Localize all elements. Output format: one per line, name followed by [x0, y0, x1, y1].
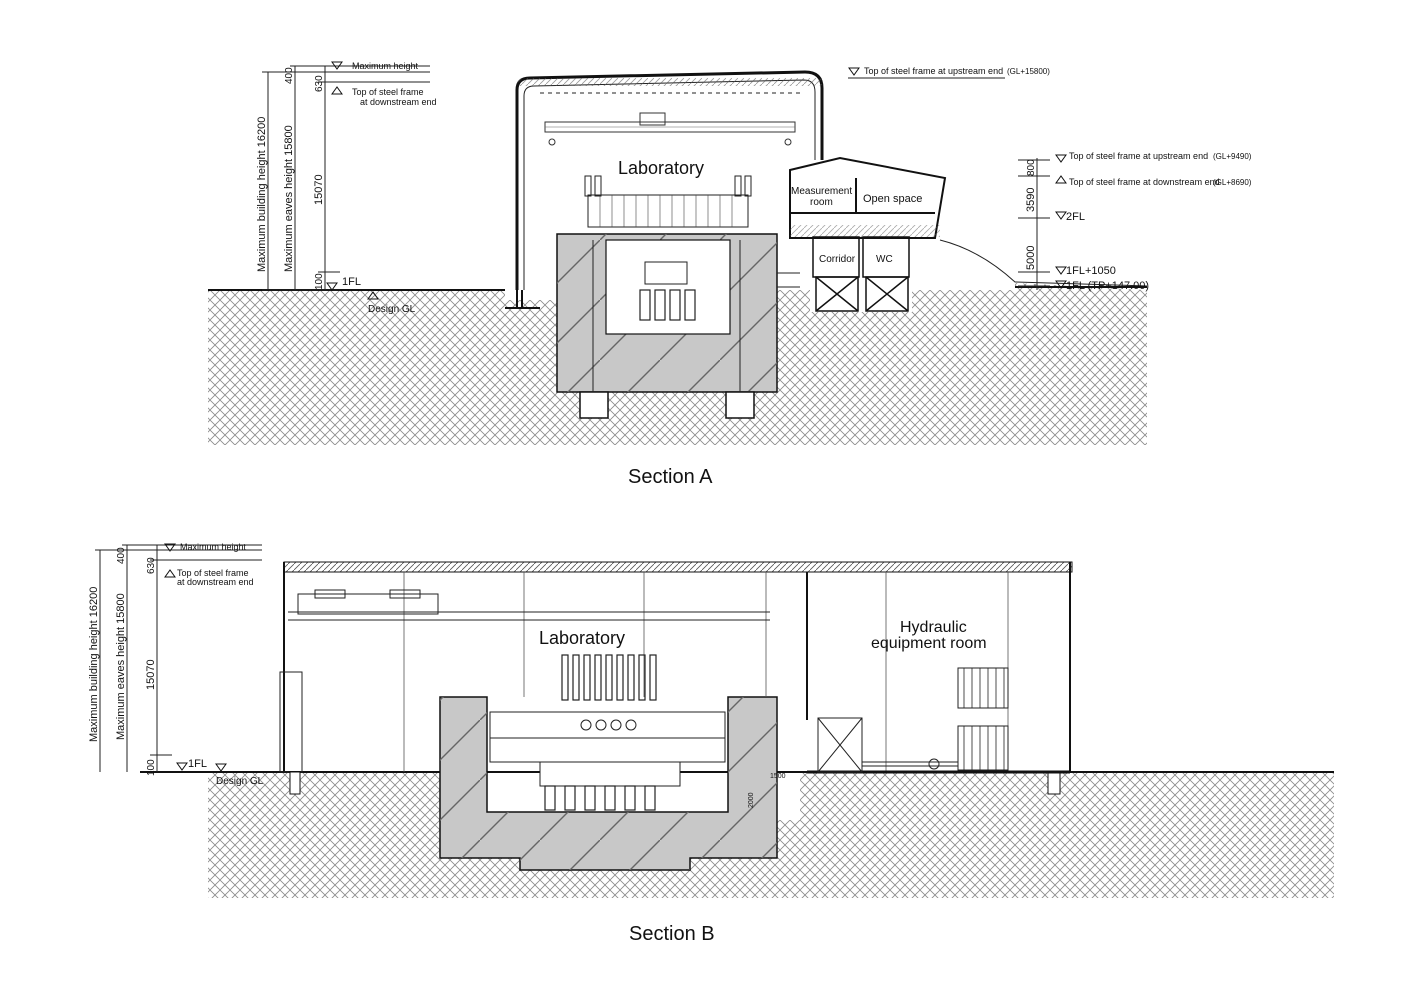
section-a-eaves-height-label: Maximum eaves height 15800 — [283, 125, 295, 272]
section-b-dim-2000: 2000 — [748, 792, 755, 808]
section-a-design-gl: Design GL — [368, 304, 416, 315]
section-a-annex-down-val: (GL+8690) — [1213, 178, 1252, 187]
section-a-pit — [556, 233, 778, 419]
section-b-total-height-label: Maximum building height 16200 — [88, 587, 100, 742]
section-a-annex-down: Top of steel frame at downstream end — [1069, 177, 1220, 187]
section-a-dim-800: 800 — [1026, 159, 1037, 176]
section-a: Maximum building height 16200 Maximum ea… — [208, 61, 1252, 488]
section-a-main-building — [505, 70, 824, 321]
section-a-steel-up-main: Top of steel frame at upstream end — [864, 66, 1003, 76]
section-a-dim-5000: 5000 — [1025, 246, 1037, 270]
section-a-dim-3590: 3590 — [1025, 188, 1037, 212]
section-a-corridor-label: Corridor — [819, 254, 856, 265]
section-a-laboratory-label: Laboratory — [618, 158, 704, 178]
section-a-dim-400: 400 — [284, 67, 295, 84]
section-b-steel-down-2: at downstream end — [177, 577, 254, 587]
section-a-annex-up: Top of steel frame at upstream end — [1069, 151, 1208, 161]
section-a-slope — [940, 240, 1147, 290]
section-a-dimensions-left — [262, 65, 430, 291]
section-b-eaves-height-label: Maximum eaves height 15800 — [115, 593, 127, 740]
section-a-level-markers — [326, 61, 1067, 300]
section-b-caption: Section B — [629, 923, 715, 945]
section-a-measurement-label-1: Measurement — [791, 186, 852, 197]
section-b-steel-down-1: Top of steel frame — [177, 568, 249, 578]
section-b-building-shell — [279, 561, 1073, 795]
section-b-soil — [208, 772, 1334, 898]
section-b-design-gl: Design GL — [216, 776, 264, 787]
section-a-annex-up-val: (GL+9490) — [1213, 152, 1252, 161]
section-b-dim-15070: 15070 — [145, 659, 157, 690]
section-b-hydraulic-equipment — [817, 667, 1009, 773]
section-b-level-markers — [164, 543, 227, 772]
section-a-dim-15070: 15070 — [313, 174, 325, 205]
section-b-1fl: 1FL — [188, 758, 207, 770]
section-a-dimensions-right — [848, 77, 1050, 290]
section-b-hydraulic-label-1: Hydraulic — [900, 619, 967, 636]
section-b-dim-630: 630 — [146, 557, 157, 574]
section-a-steel-down-2: at downstream end — [360, 97, 437, 107]
section-b: Maximum building height 16200 Maximum ea… — [88, 542, 1334, 945]
section-b-hydraulic-label-2: equipment room — [871, 635, 987, 652]
section-a-steel-down-1: Top of steel frame — [352, 87, 424, 97]
section-a-1fl-1050: 1FL+1050 — [1066, 265, 1116, 277]
section-a-steel-up-main-val: (GL+15800) — [1007, 67, 1050, 76]
section-b-dim-1500: 1500 — [770, 773, 786, 780]
section-b-dim-100: 100 — [146, 759, 157, 776]
section-b-dimensions-left — [95, 544, 262, 772]
section-a-1fl: 1FL — [342, 276, 361, 288]
section-a-total-height-label: Maximum building height 16200 — [256, 117, 268, 272]
section-a-dim-100: 100 — [314, 273, 325, 290]
section-a-caption: Section A — [628, 466, 713, 488]
section-a-open-space-label: Open space — [863, 193, 922, 205]
section-b-laboratory-label: Laboratory — [539, 628, 625, 648]
section-b-dim-400: 400 — [116, 547, 127, 564]
section-a-dim-630: 630 — [314, 75, 325, 92]
section-a-max-height: Maximum height — [352, 61, 419, 71]
section-b-max-height: Maximum height — [180, 542, 247, 552]
section-a-2fl: 2FL — [1066, 211, 1085, 223]
section-b-pit — [439, 696, 778, 871]
section-a-annex — [777, 156, 947, 312]
section-b-test-equipment — [297, 589, 726, 811]
section-a-wc-label: WC — [876, 254, 893, 265]
section-a-1fl-tp: 1FL (TP+147.00) — [1066, 280, 1149, 292]
section-a-measurement-label-2: room — [810, 197, 833, 208]
